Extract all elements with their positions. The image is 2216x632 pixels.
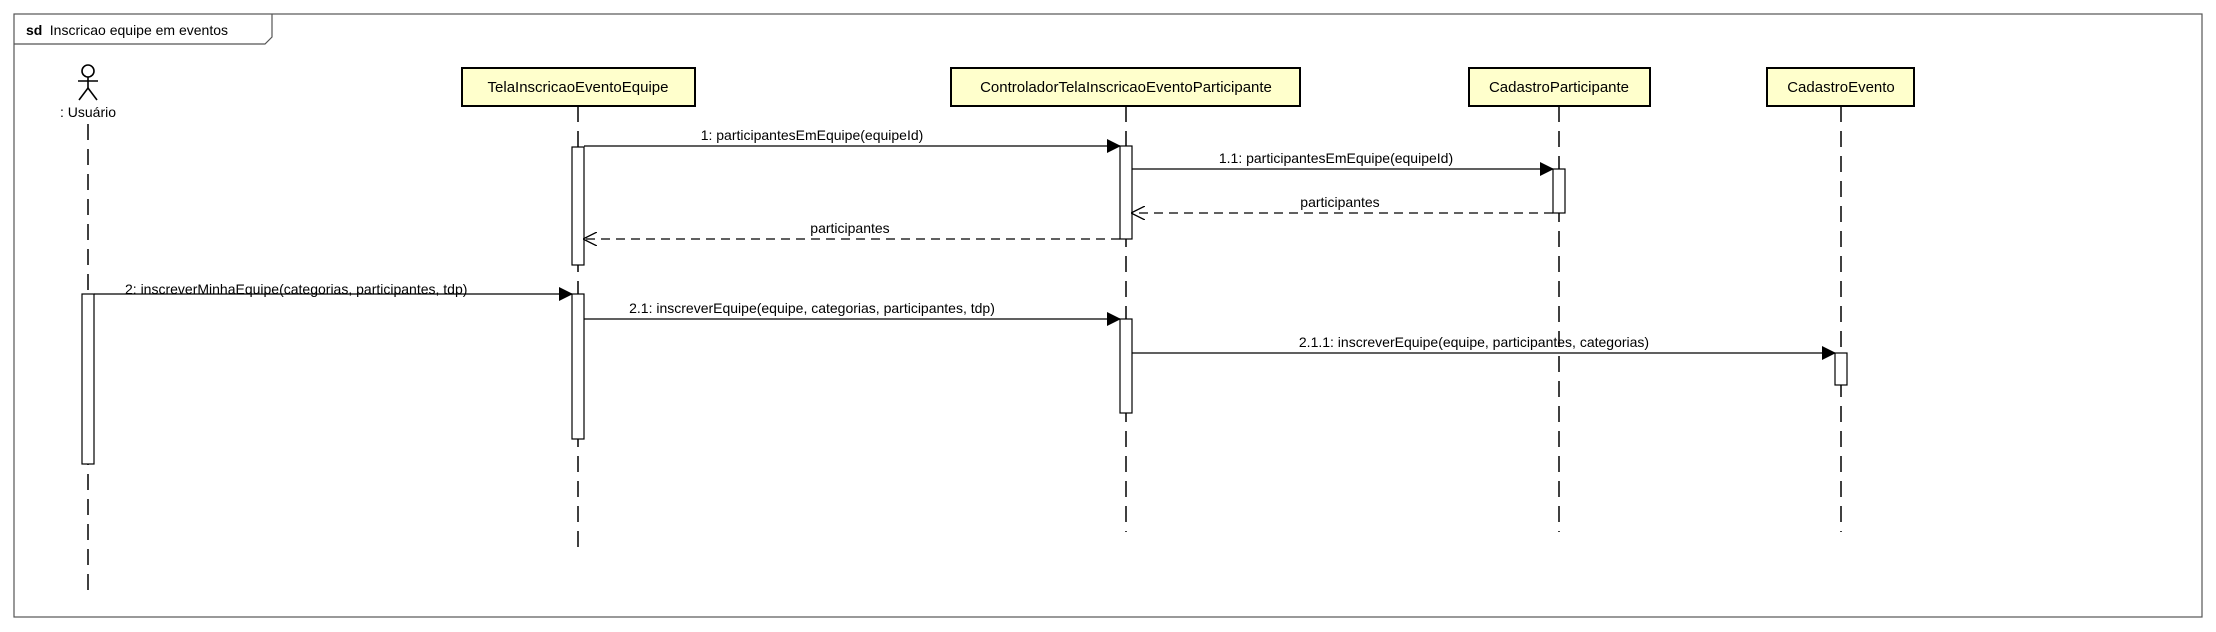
lifeline-cadastro-evento: CadastroEvento (1766, 67, 1915, 532)
message-label: 2.1: inscreverEquipe(equipe, categorias,… (629, 300, 995, 316)
activation-bar (571, 146, 585, 266)
activation-bar (81, 293, 95, 465)
activation-bar (1834, 352, 1848, 386)
frame-title: sd Inscricao equipe em eventos (26, 22, 228, 39)
frame-title-text: Inscricao equipe em eventos (50, 22, 228, 38)
actor-label: : Usuário (60, 104, 116, 120)
frame-keyword: sd (26, 22, 42, 38)
message-1-1: 1.1: participantesEmEquipe(equipeId) (1132, 150, 1554, 176)
actor-usuario: : Usuário (60, 64, 116, 595)
lifeline-tela-inscricao-evento-equipe: TelaInscricaoEventoEquipe (461, 67, 696, 548)
activation-bar (1119, 318, 1133, 414)
stick-figure-icon (78, 64, 98, 101)
lifeline-cadastro-participante: CadastroParticipante (1468, 67, 1651, 532)
message-label: 2: inscreverMinhaEquipe(categorias, part… (125, 281, 467, 297)
lifeline-label: ControladorTelaInscricaoEventoParticipan… (980, 79, 1272, 96)
message-2-1: 2.1: inscreverEquipe(equipe, categorias,… (584, 300, 1121, 326)
activation-bar (1552, 168, 1566, 214)
message-label: participantes (1300, 194, 1379, 210)
message-label: 1: participantesEmEquipe(equipeId) (701, 127, 924, 143)
message-label: 1.1: participantesEmEquipe(equipeId) (1219, 150, 1453, 166)
diagram-frame: sd Inscricao equipe em eventos (13, 13, 2203, 618)
lifeline-label: TelaInscricaoEventoEquipe (488, 79, 669, 96)
lifeline-label: CadastroEvento (1787, 79, 1895, 96)
lifeline-controlador-tela-inscricao: ControladorTelaInscricaoEventoParticipan… (950, 67, 1301, 532)
return-message-participantes: participantes (1132, 194, 1553, 213)
message-label: 2.1.1: inscreverEquipe(equipe, participa… (1299, 334, 1649, 350)
lifeline-label: CadastroParticipante (1489, 79, 1629, 96)
return-message-participantes: participantes (584, 220, 1120, 239)
activation-bar (571, 293, 585, 440)
message-1: 1: participantesEmEquipe(equipeId) (584, 127, 1121, 153)
message-label: participantes (810, 220, 889, 236)
message-2: 2: inscreverMinhaEquipe(categorias, part… (94, 281, 573, 301)
lifeline-head (1766, 67, 1915, 107)
activation-bar (1119, 145, 1133, 240)
message-2-1-1: 2.1.1: inscreverEquipe(equipe, participa… (1132, 334, 1836, 360)
